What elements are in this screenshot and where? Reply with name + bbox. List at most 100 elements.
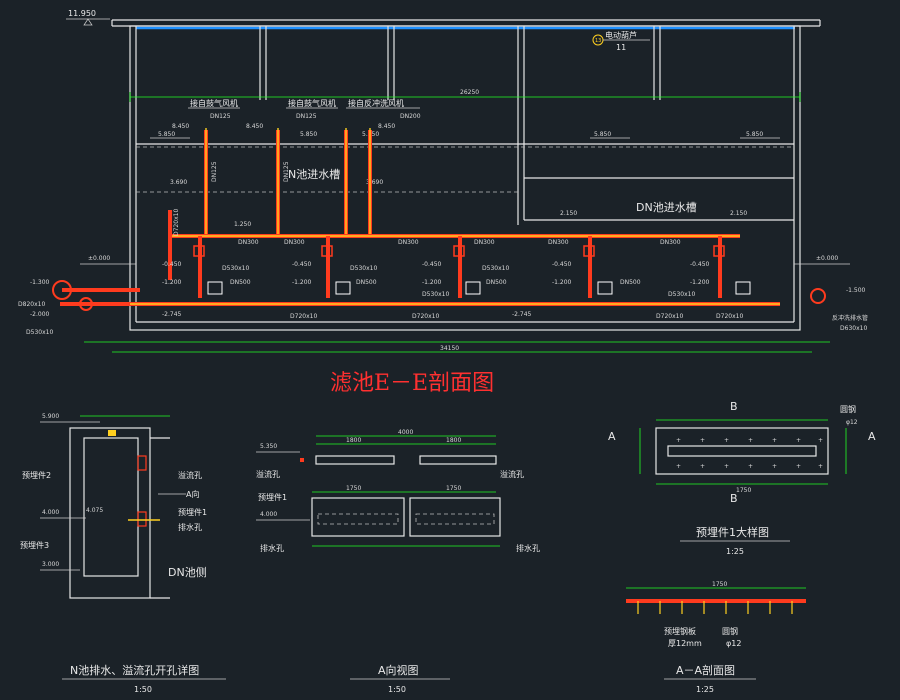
svg-text:8.450: 8.450 (246, 123, 263, 130)
svg-text:D530x10: D530x10 (482, 265, 509, 272)
detail-a-view: 5.350 4000 1800 1800 溢流孔 溢流孔 1750 1750 预… (256, 429, 540, 694)
aa-plate-label: 预埋钢板 (664, 626, 696, 636)
backwash-drain-pipe (810, 288, 826, 304)
total-dimension: 34150 (440, 345, 459, 352)
svg-text:+: + (748, 437, 753, 444)
svg-text:5.900: 5.900 (42, 413, 59, 420)
detail-aa-scale: 1:25 (696, 685, 714, 694)
aa-dim: 1750 (712, 581, 727, 588)
callout-backwash-blower: 接自反冲洗风机 (348, 98, 404, 108)
svg-text:5.850: 5.850 (300, 131, 317, 138)
svg-text:DN300: DN300 (474, 239, 495, 246)
section-mark-a-right: A (868, 430, 876, 443)
svg-text:+: + (748, 463, 753, 470)
detail-n-title: N池排水、溢流孔开孔详图 (70, 663, 199, 677)
svg-text:+: + (796, 437, 801, 444)
svg-text:D820x10: D820x10 (18, 301, 45, 308)
svg-text:-0.450: -0.450 (162, 261, 182, 268)
n-embed-3-label: 预埋件3 (20, 540, 49, 550)
svg-text:13: 13 (595, 38, 601, 44)
overflow-slot-left (315, 455, 395, 465)
svg-text:D530x10: D530x10 (668, 291, 695, 298)
svg-text:DN500: DN500 (486, 279, 507, 286)
svg-text:φ12: φ12 (846, 419, 858, 426)
svg-text:-0.450: -0.450 (422, 261, 442, 268)
n-dn-side-label: DN池侧 (168, 566, 207, 579)
svg-text:D720x10: D720x10 (412, 313, 439, 320)
top-elevation: 11.950 (68, 9, 96, 18)
equipment-label: 电动葫芦 (605, 30, 637, 40)
svg-text:DN300: DN300 (660, 239, 681, 246)
section-mark-b-top: B (730, 400, 738, 413)
aa-rebar-label: 圆钢 (722, 626, 738, 636)
svg-text:+: + (772, 437, 777, 444)
detail-a-title: A向视图 (378, 663, 419, 677)
svg-text:2.150: 2.150 (560, 210, 577, 217)
svg-text:5.850: 5.850 (594, 131, 611, 138)
drain-plate-right (409, 497, 501, 537)
svg-text:+: + (818, 437, 823, 444)
n-embed-1-label: 预埋件1 (178, 507, 207, 517)
svg-text:DN125: DN125 (296, 113, 317, 120)
n-wall-section (69, 427, 151, 599)
svg-text:-1.200: -1.200 (162, 279, 182, 286)
svg-text:+: + (676, 437, 681, 444)
svg-text:3.690: 3.690 (366, 179, 383, 186)
a-overflow-right-label: 溢流孔 (500, 469, 524, 479)
ground-right: ±0.000 (816, 255, 838, 262)
svg-text:5.850: 5.850 (158, 131, 175, 138)
svg-text:2.150: 2.150 (730, 210, 747, 217)
svg-text:D630x10: D630x10 (840, 325, 867, 332)
n-a-direction-label: A向 (186, 489, 199, 499)
a-drain-left-label: 排水孔 (260, 543, 284, 553)
n-embed-2-label: 预埋件2 (22, 470, 51, 480)
detail-embed-scale: 1:25 (726, 547, 744, 556)
svg-text:+: + (724, 437, 729, 444)
svg-text:+: + (818, 463, 823, 470)
span-dimension: 26250 (460, 89, 479, 96)
a-drain-right-label: 排水孔 (516, 543, 540, 553)
main-section: 11.950 13 电动葫芦 11 26250 接自鼓气风 (18, 9, 868, 396)
elevation-marker-icon (83, 18, 93, 26)
svg-text:-1.200: -1.200 (292, 279, 312, 286)
svg-text:1800: 1800 (346, 437, 361, 444)
svg-text:DN300: DN300 (284, 239, 305, 246)
svg-text:-2.745: -2.745 (162, 311, 182, 318)
svg-text:D720x10: D720x10 (656, 313, 683, 320)
svg-text:-0.450: -0.450 (292, 261, 312, 268)
valve-group-5 (713, 236, 751, 298)
valve-group-1 (193, 236, 223, 298)
svg-text:1750: 1750 (446, 485, 461, 492)
detail-n-scale: 1:50 (134, 685, 152, 694)
svg-text:DN125: DN125 (283, 161, 290, 182)
svg-text:DN300: DN300 (548, 239, 569, 246)
svg-text:5.850: 5.850 (746, 131, 763, 138)
detail-aa-title: A－A剖面图 (676, 663, 735, 677)
svg-text:D720x10: D720x10 (716, 313, 743, 320)
svg-text:4.000: 4.000 (42, 509, 59, 516)
filter-outer-wall (129, 25, 801, 331)
svg-text:1800: 1800 (446, 437, 461, 444)
svg-text:+: + (772, 463, 777, 470)
svg-text:+: + (796, 463, 801, 470)
svg-text:DN200: DN200 (400, 113, 421, 120)
section-mark-b-bottom: B (730, 492, 738, 505)
svg-text:4.000: 4.000 (260, 511, 277, 518)
detail-embed-title: 预埋件1大样图 (696, 525, 769, 539)
svg-text:-1.200: -1.200 (690, 279, 710, 286)
backwash-drain-label: 反冲洗排水管 (832, 314, 868, 322)
embed-dim: 1750 (736, 487, 751, 494)
svg-text:DN300: DN300 (398, 239, 419, 246)
tank-dn-label: DN池进水槽 (636, 201, 697, 214)
svg-text:3.000: 3.000 (42, 561, 59, 568)
svg-text:DN500: DN500 (356, 279, 377, 286)
valve-group-3 (453, 236, 481, 298)
drain-plate-left (311, 497, 405, 537)
svg-text:φ12: φ12 (726, 639, 741, 648)
a-overflow-left-label: 溢流孔 (256, 469, 280, 479)
svg-text:-0.450: -0.450 (552, 261, 572, 268)
svg-text:4000: 4000 (398, 429, 413, 436)
detail-aa-section: 1750 预埋钢板 厚12mm 圆钢 φ12 A－A剖面图 1:25 (626, 581, 806, 694)
overflow-slot-right (419, 455, 497, 465)
detail-embed-1: A A B +++++++ +++++++ 圆钢 φ12 1750 B 预埋件1… (608, 400, 876, 556)
